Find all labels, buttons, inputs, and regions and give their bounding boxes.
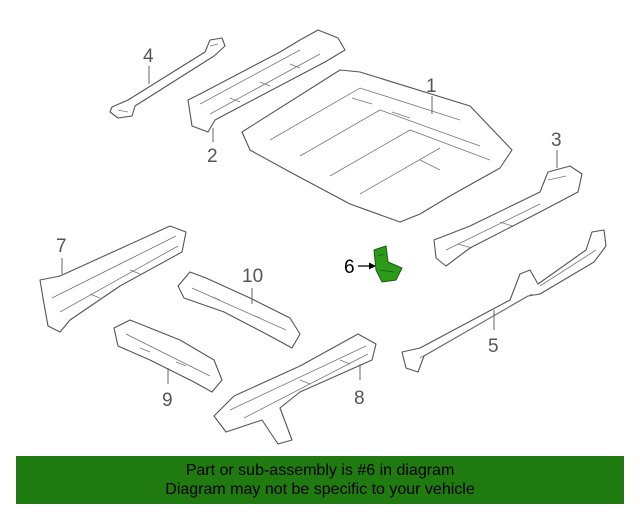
part-1-floor-pan[interactable]	[241, 69, 513, 223]
callout-7: 7	[56, 236, 67, 257]
part-8-crossmember[interactable]	[213, 333, 377, 445]
banner-line-2: Diagram may not be specific to your vehi…	[165, 481, 475, 498]
part-4-rail[interactable]	[109, 37, 226, 119]
callout-6: 6	[344, 257, 355, 278]
callout-10: 10	[242, 266, 263, 287]
callout-4: 4	[143, 46, 154, 67]
callout-2: 2	[207, 146, 218, 167]
callout-9: 9	[162, 390, 173, 411]
part-10-bracket[interactable]	[177, 271, 301, 349]
leader-6-arrow	[369, 262, 376, 270]
info-banner: Part or sub-assembly is #6 in diagram Di…	[16, 456, 624, 504]
part-6-bracket-highlighted[interactable]	[373, 245, 403, 283]
banner-line-1: Part or sub-assembly is #6 in diagram	[185, 462, 455, 479]
callout-5: 5	[488, 336, 499, 357]
part-3-sill[interactable]	[433, 165, 583, 267]
part-9-crossmember[interactable]	[113, 319, 223, 393]
callout-8: 8	[354, 388, 365, 409]
parts-diagram: 4 2 1 3 7 10 9 8	[39, 29, 607, 445]
callout-1: 1	[426, 76, 437, 97]
part-2-sill[interactable]	[187, 29, 346, 133]
part-5-rod[interactable]	[401, 229, 607, 373]
part-7-crossmember[interactable]	[39, 225, 187, 333]
callout-3: 3	[551, 130, 562, 151]
